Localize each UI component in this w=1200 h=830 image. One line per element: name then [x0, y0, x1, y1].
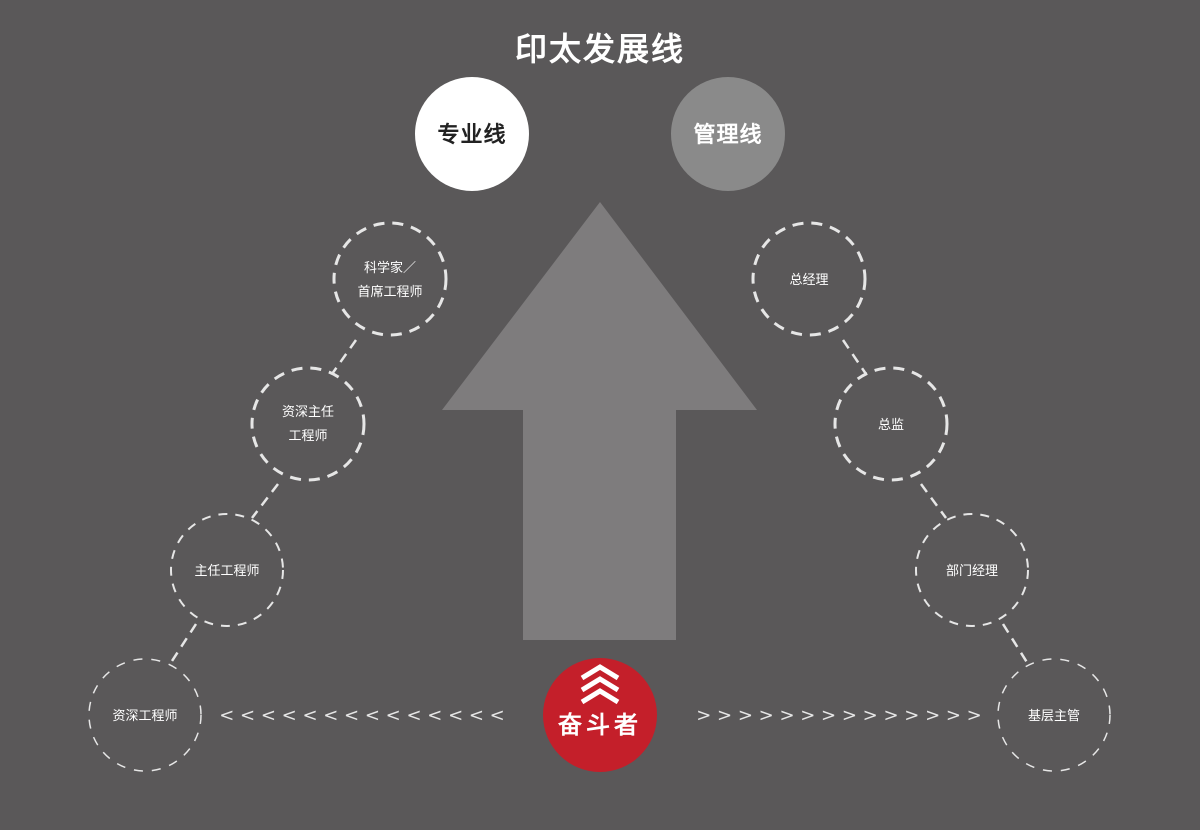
node-label: 主任工程师 [194, 564, 259, 579]
triple-chevron-up-icon [580, 664, 620, 705]
node-label: 科学家／ [364, 260, 416, 276]
professional-connectors [168, 339, 358, 665]
node-label: 总监 [878, 418, 904, 433]
node-label: 资深工程师 [112, 709, 177, 724]
management-node-general-manager: 总经理 [751, 221, 867, 337]
management-track: 管理线 [671, 77, 785, 191]
node-label: 首席工程师 [357, 284, 422, 300]
connector-line [251, 483, 279, 519]
node-label: 基层主管 [1028, 709, 1080, 724]
management-connectors [841, 339, 1030, 665]
professional-node-scientist: 科学家／ 首席工程师 [332, 221, 448, 337]
connector-line [841, 339, 868, 375]
node-label: 部门经理 [946, 564, 998, 579]
management-node-team-lead: 基层主管 [997, 658, 1111, 772]
professional-track: 专业线 [415, 77, 529, 191]
management-node-director: 总监 [833, 366, 949, 482]
connector-line [919, 483, 948, 519]
node-label: 工程师 [288, 429, 327, 444]
right-chevron-path: > > > > > > > > > > > > > > [696, 705, 982, 726]
core-striver: 奋斗者 [543, 658, 657, 772]
connector-line [330, 339, 358, 375]
growth-arrow [442, 202, 757, 640]
connector-line [1001, 623, 1030, 665]
management-track-label: 管理线 [693, 122, 762, 148]
professional-node-senior-engineer: 资深工程师 [88, 658, 202, 772]
node-label: 资深主任 [282, 405, 334, 420]
professional-node-senior-principal: 资深主任 工程师 [250, 366, 366, 482]
professional-node-principal: 主任工程师 [170, 513, 284, 627]
connector-line [168, 623, 198, 665]
professional-track-label: 专业线 [437, 122, 506, 148]
core-label: 奋斗者 [557, 711, 642, 739]
left-chevron-path: < < < < < < < < < < < < < < [219, 705, 505, 726]
diagram-title: 印太发展线 [515, 30, 685, 68]
node-label: 总经理 [789, 273, 828, 288]
management-node-department-manager: 部门经理 [915, 513, 1029, 627]
